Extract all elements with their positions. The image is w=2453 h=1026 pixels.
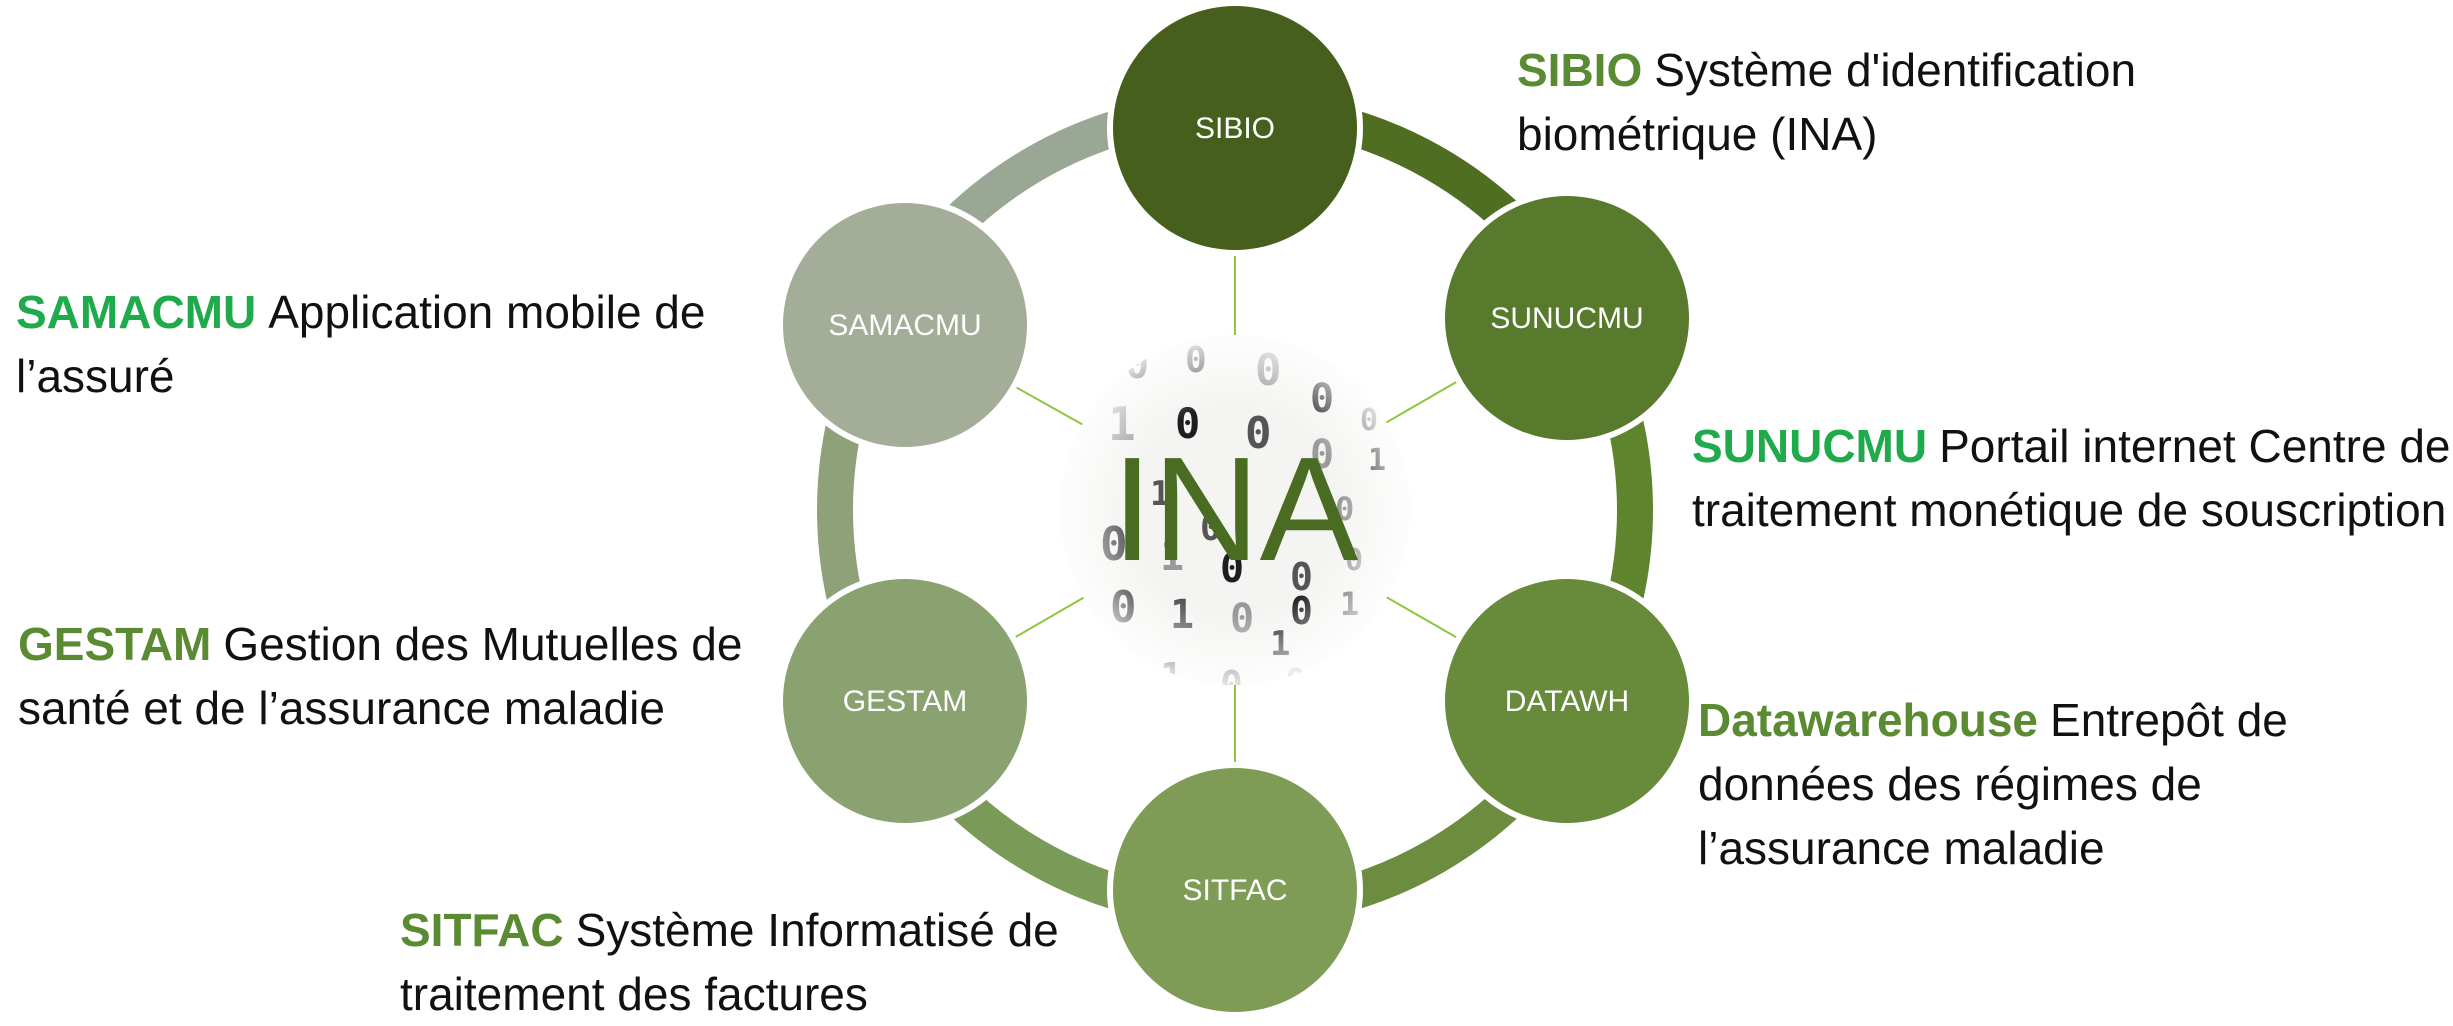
node-circle [1113,6,1357,250]
center-label: INA [1112,427,1359,592]
binary-digit: 1 [1335,673,1353,708]
description-key-sibio: SIBIO [1517,44,1643,96]
node-samacmu: SAMACMU [777,197,1033,453]
description-text-gestam: Gestion des Mutuelles de santé et de l’a… [18,618,743,734]
node-circles: SIBIO SUNUCMU DATAWH SITFAC GESTAM SAMACMU [777,0,1695,1014]
description-text-datawh: Entrepôt de données des régimes de l’ass… [1698,694,2288,874]
node-sibio: SIBIO [1107,0,1363,256]
description-key-samacmu: SAMACMU [16,286,257,338]
binary-digit: 0 [1100,644,1124,690]
node-label-sitfac: SITFAC [1182,874,1287,907]
description-text-sibio: Système d'identification biométrique (IN… [1517,44,2137,160]
description-text-samacmu: Application mobile de l’assuré [16,286,706,402]
description-key-datawh: Datawarehouse [1698,694,2039,746]
node-circle [1445,196,1689,440]
node-circle [783,203,1027,447]
node-circle [1445,579,1689,823]
node-sitfac: SITFAC [1107,762,1363,1014]
node-label-samacmu: SAMACMU [828,309,981,342]
description-key-gestam: GESTAM [18,618,212,670]
center-vignette [1060,335,1410,685]
node-circle [1113,768,1357,1012]
center-hub: 00000100010100001001010010011 INA [1060,335,1410,708]
node-label-sibio: SIBIO [1195,112,1275,145]
node-circle [783,579,1027,823]
node-gestam: GESTAM [777,573,1033,829]
node-label-sunucmu: SUNUCMU [1490,302,1643,335]
description-text-sunucmu: Portail internet Centre de traitement mo… [1692,420,2451,536]
node-label-gestam: GESTAM [843,685,967,718]
description-key-sunucmu: SUNUCMU [1692,420,1928,472]
description-key-sitfac: SITFAC [400,904,564,956]
node-sunucmu: SUNUCMU [1439,190,1695,446]
node-label-datawh: DATAWH [1505,685,1629,718]
node-datawh: DATAWH [1439,573,1695,829]
description-text-sitfac: Système Informatisé de traitement des fa… [400,904,1059,1020]
